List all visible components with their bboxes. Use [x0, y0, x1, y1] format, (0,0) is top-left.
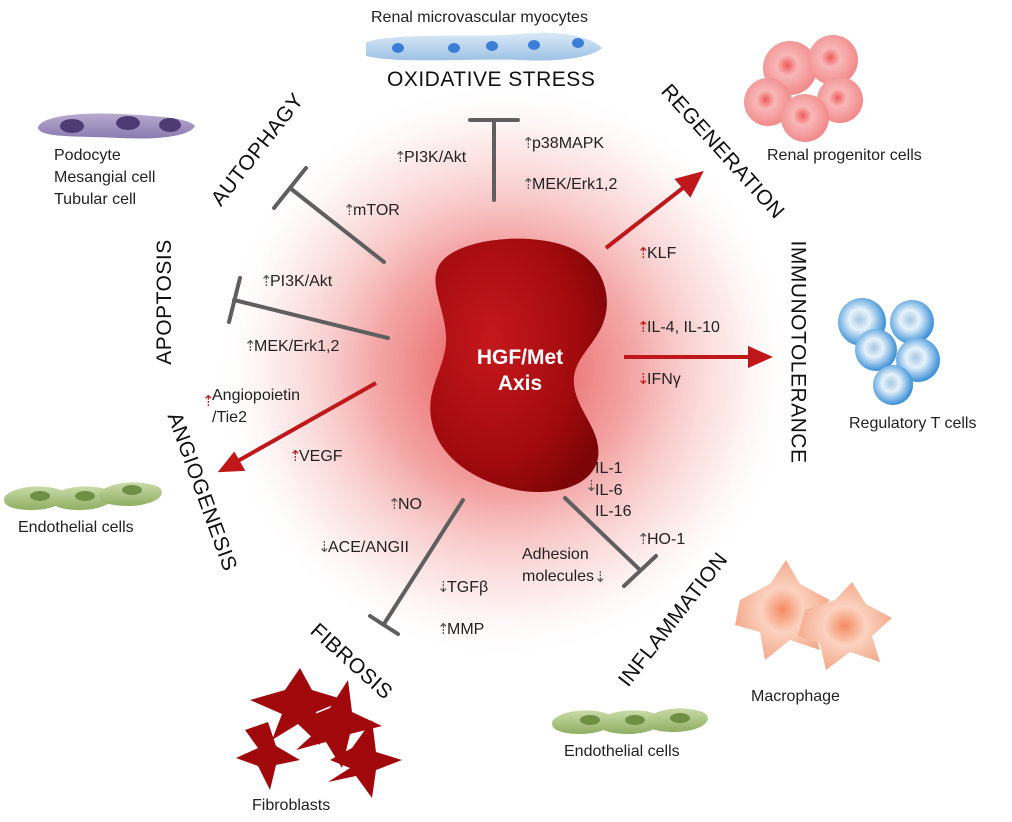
mediator-label: molecules	[522, 567, 595, 585]
mediator-pi3k-akt-left: ⇡PI3K/Akt	[260, 272, 332, 291]
mediator-label: TGFβ	[447, 579, 489, 596]
mediator-label: IL-16	[595, 503, 632, 521]
mediator-p38mapk: ⇡p38MAPK	[522, 134, 604, 153]
up-arrow-icon: ⇡	[394, 149, 407, 166]
up-arrow-icon: ⇡	[202, 393, 215, 410]
mediator-mmp: ⇡MMP	[437, 620, 484, 639]
mediator-label: IL-4, IL-10	[647, 319, 720, 336]
mediator-label-stack: Adhesion molecules	[522, 544, 594, 587]
down-arrow-icon: ⇣	[594, 569, 607, 587]
caption-endothelial-left: Endothelial cells	[18, 519, 134, 536]
mediator-label: mTOR	[353, 202, 400, 219]
mediator-mek-erk-left: ⇡MEK/Erk1,2	[244, 337, 339, 356]
mediator-mek-erk-top: ⇡MEK/Erk1,2	[522, 175, 617, 194]
activation-regeneration	[604, 170, 704, 250]
mediator-label: MEK/Erk1,2	[532, 176, 618, 193]
inhibition-fibrosis	[368, 498, 465, 636]
mediator-label-stack: Angiopoietin/Tie2	[212, 385, 300, 428]
mediator-label: HO-1	[647, 531, 686, 548]
center-line-1: HGF/Met	[476, 346, 564, 369]
fibroblasts-illustration	[236, 668, 402, 798]
mediator-label: KLF	[647, 245, 677, 262]
progenitor-cells-illustration	[744, 35, 863, 142]
mediator-klf: ⇡KLF	[637, 244, 676, 263]
mediator-label: Angiopoietin	[212, 387, 301, 404]
mediator-label: PI3K/Akt	[270, 273, 333, 290]
caption-tubular: Tubular cell	[54, 191, 137, 208]
inhibition-inflammation	[563, 496, 658, 588]
mediator-label: NO	[398, 496, 422, 513]
mediator-pi3k-akt-top: ⇡PI3K/Akt	[394, 148, 466, 167]
mediator-label: /Tie2	[212, 408, 247, 426]
down-arrow-icon: ⇣	[637, 371, 650, 388]
caption-fibroblasts: Fibroblasts	[252, 797, 331, 814]
macrophage-illustration	[735, 560, 892, 670]
up-arrow-icon: ⇡	[343, 202, 356, 219]
up-arrow-icon: ⇡	[637, 245, 650, 262]
down-arrow-icon: ⇣	[437, 579, 450, 596]
mediator-ifng: ⇣IFNγ	[637, 370, 681, 389]
activation-angiogenesis	[217, 381, 377, 473]
down-arrow-icon: ⇣	[318, 539, 331, 556]
caption-mesangial: Mesangial cell	[54, 169, 156, 186]
up-arrow-icon: ⇡	[437, 621, 450, 638]
inhibition-oxidative	[468, 118, 520, 202]
process-apoptosis: APOPTOSIS	[152, 239, 176, 365]
t-cells-illustration	[838, 298, 940, 405]
caption-macrophage: Macrophage	[751, 688, 840, 705]
caption-renal-progenitor: Renal progenitor cells	[767, 147, 922, 164]
mediator-adhesion: Adhesion molecules⇣	[522, 544, 607, 587]
process-immunotolerance: IMMUNOTOLERANCE	[786, 240, 810, 464]
hgf-met-axis-label: HGF/Met Axis	[440, 345, 600, 398]
mediator-ace-angii: ⇣ACE/ANGII	[318, 538, 409, 557]
podocyte-illustration	[38, 113, 195, 139]
mediator-label: PI3K/Akt	[404, 149, 467, 166]
mediator-label: ACE/ANGII	[328, 539, 409, 556]
mediator-angiopoietin: ⇡Angiopoietin/Tie2	[202, 385, 300, 428]
center-line-2: Axis	[497, 372, 543, 396]
up-arrow-icon: ⇡	[260, 273, 273, 290]
caption-regulatory-t: Regulatory T cells	[849, 415, 977, 432]
myocytes-illustration	[366, 32, 602, 61]
process-oxidative-stress: OXIDATIVE STRESS	[387, 68, 596, 91]
mediator-label: IL-1	[595, 460, 623, 477]
up-arrow-icon: ⇡	[522, 135, 535, 152]
activation-immunotolerance	[624, 345, 773, 369]
caption-endothelial-bottom: Endothelial cells	[564, 743, 680, 760]
mediator-tgfb: ⇣TGFβ	[437, 578, 488, 597]
up-arrow-icon: ⇡	[637, 531, 650, 548]
up-arrow-icon: ⇡	[637, 319, 650, 336]
inhibition-autophagy	[272, 166, 386, 264]
mediator-label: IFNγ	[647, 371, 681, 388]
mediator-il4-il10: ⇡IL-4, IL-10	[637, 318, 720, 337]
up-arrow-icon: ⇡	[289, 448, 302, 465]
up-arrow-icon: ⇡	[388, 496, 401, 513]
down-arrow-icon: ⇣	[585, 478, 598, 495]
up-arrow-icon: ⇡	[522, 176, 535, 193]
mediator-no: ⇡NO	[388, 495, 422, 514]
caption-renal-microvascular: Renal microvascular myocytes	[371, 9, 588, 26]
endothelial-left-illustration	[3, 482, 162, 510]
mediator-label: VEGF	[299, 448, 343, 465]
mediator-label: IL-6	[595, 481, 623, 499]
mediator-label: MEK/Erk1,2	[254, 338, 340, 355]
mediator-mtor: ⇡mTOR	[343, 201, 400, 220]
up-arrow-icon: ⇡	[244, 338, 257, 355]
mediator-label: p38MAPK	[532, 135, 605, 152]
kidney-shape	[430, 238, 607, 493]
mediator-ho1: ⇡HO-1	[637, 530, 685, 549]
mediator-label: MMP	[447, 621, 485, 638]
inhibition-apoptosis	[227, 276, 390, 340]
caption-podocyte: Podocyte	[54, 147, 121, 164]
mediator-label: Adhesion	[522, 546, 589, 563]
mediator-vegf: ⇡VEGF	[289, 447, 343, 466]
endothelial-bottom-illustration	[552, 708, 708, 734]
